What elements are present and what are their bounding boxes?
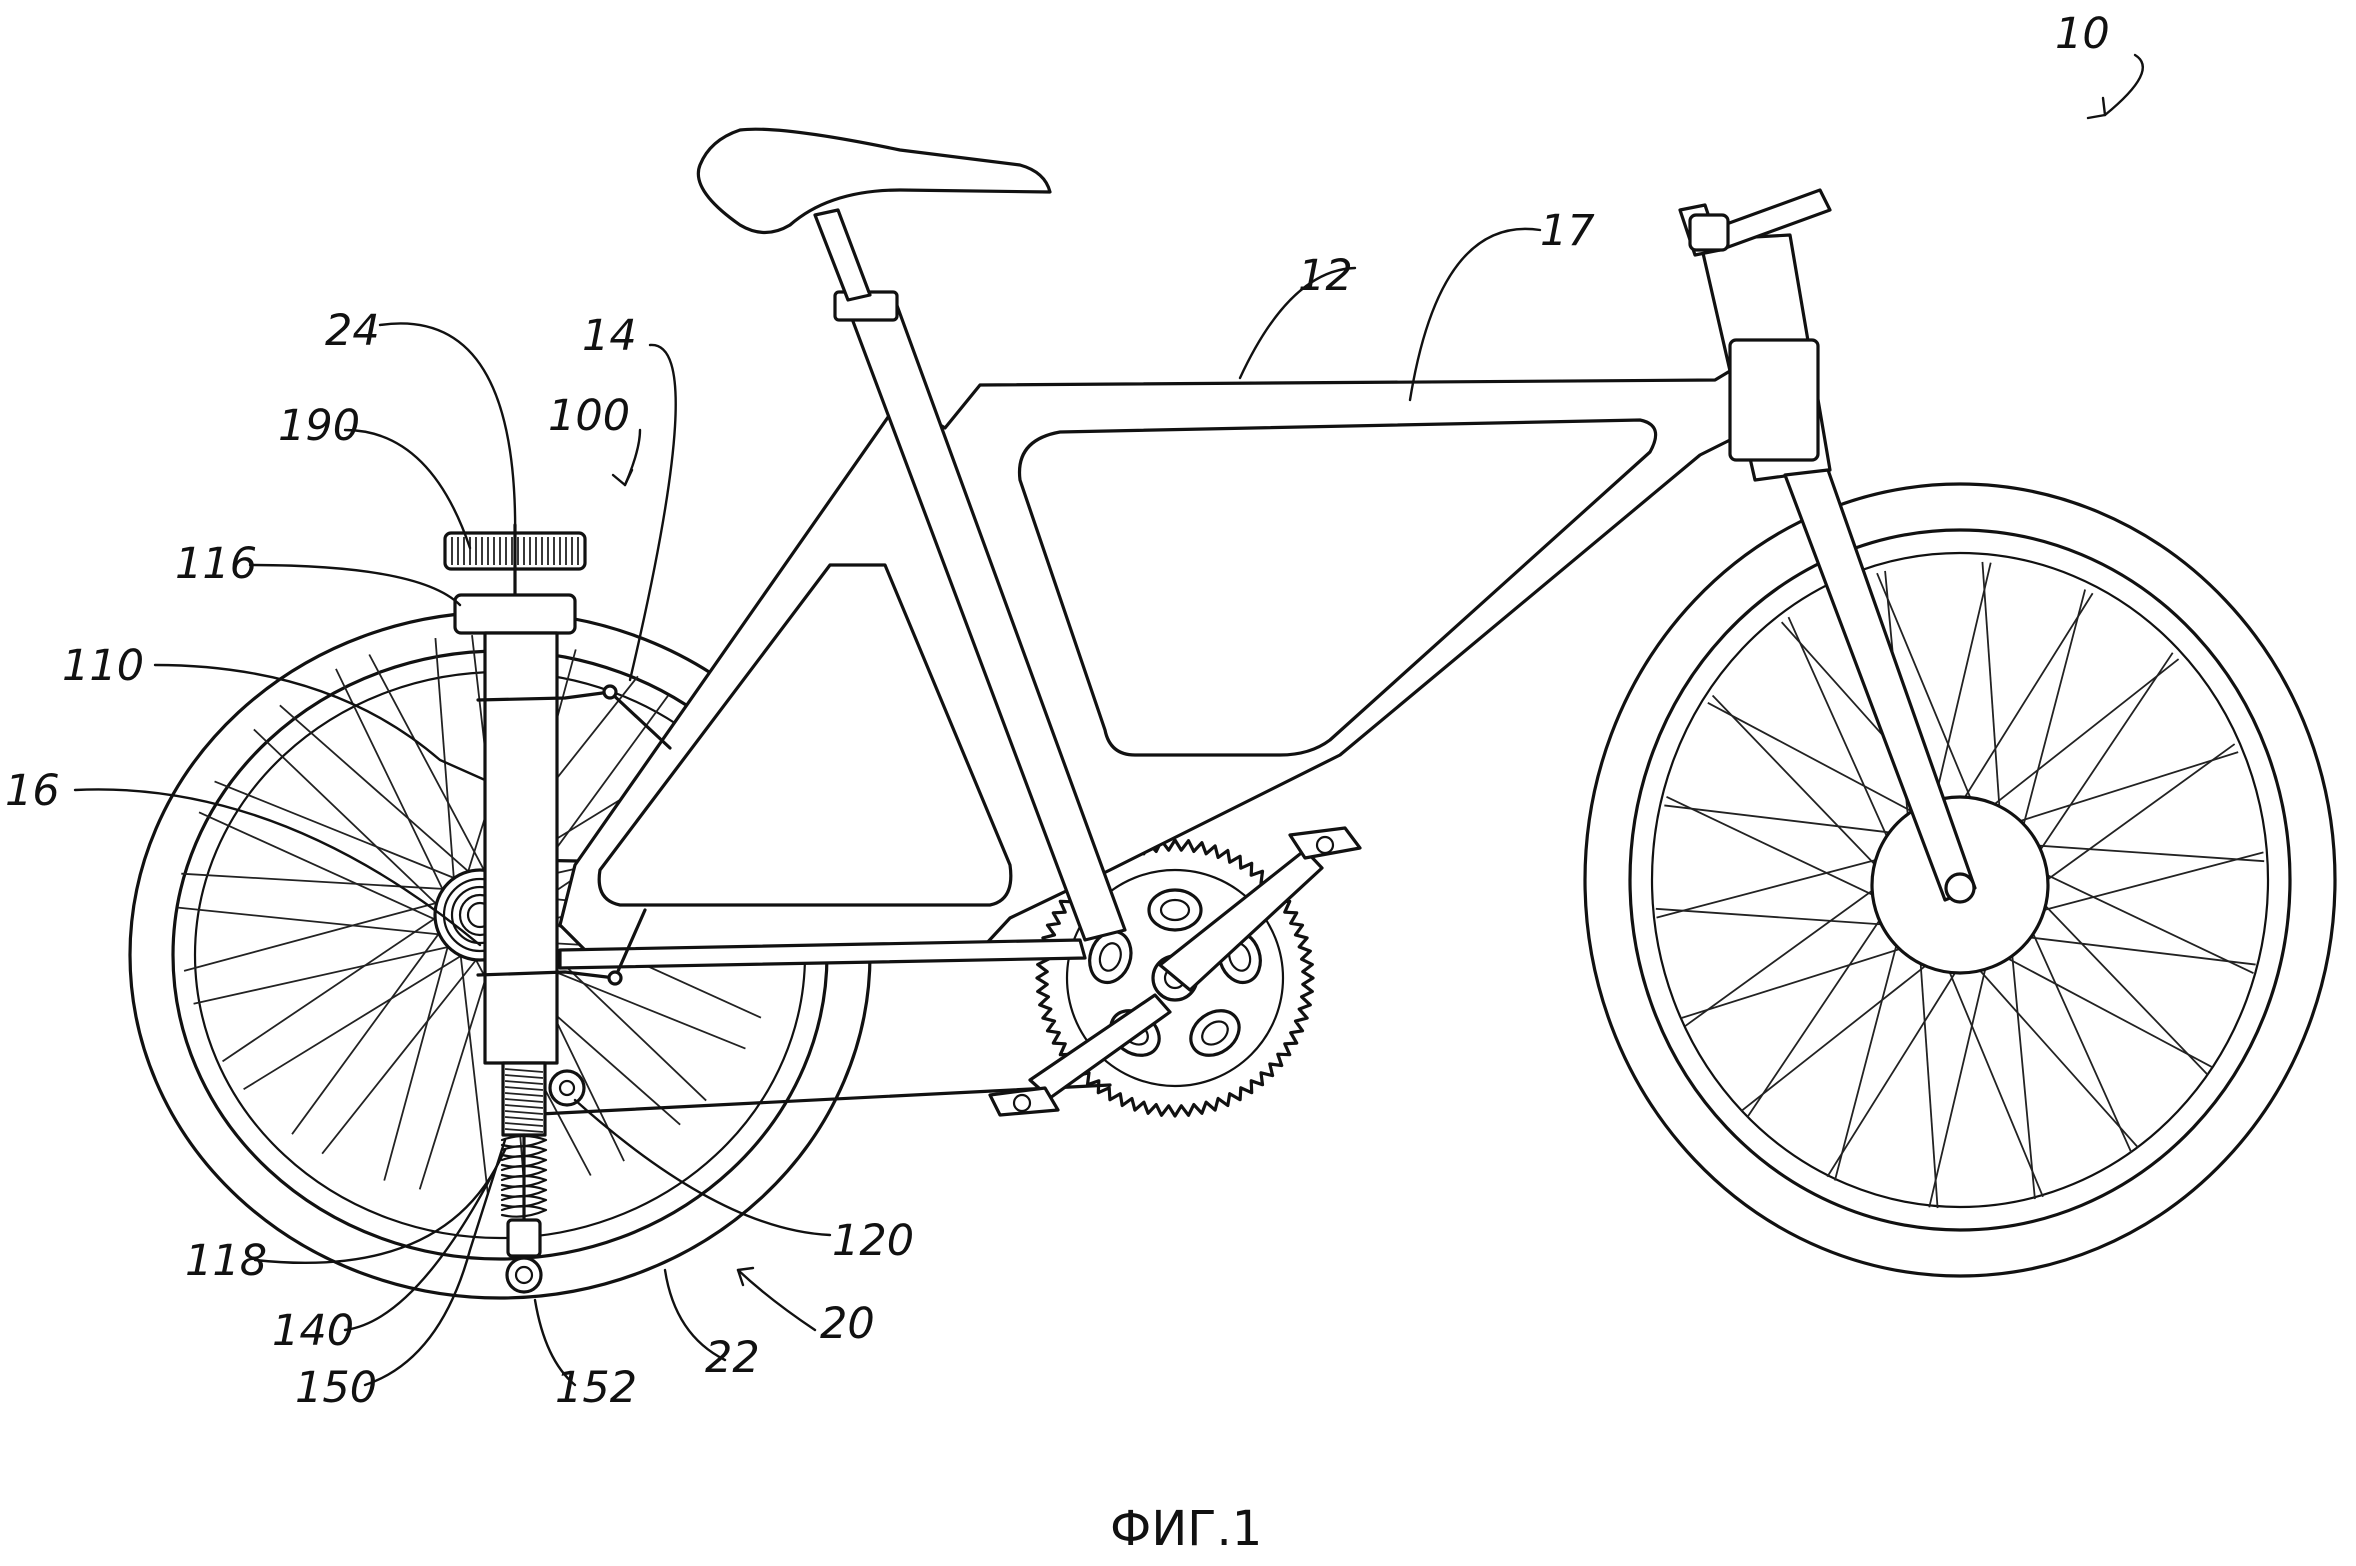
spoke [279, 704, 474, 877]
spoke [243, 951, 467, 1091]
label-110: 110 [62, 641, 144, 691]
spoke [459, 949, 489, 1196]
label-190: 190 [278, 401, 360, 451]
spoke [383, 940, 451, 1181]
thread-line [504, 1092, 544, 1097]
spoke [198, 811, 441, 923]
spoke [1973, 963, 2140, 1149]
spoke [1711, 694, 1882, 872]
thread-line [504, 1110, 544, 1115]
figure-caption: ФИГ.1 [1110, 1501, 1262, 1557]
label-116: 116 [175, 539, 257, 589]
label-10: 10 [2055, 9, 2110, 59]
spoke [2029, 844, 2265, 863]
spoke [1664, 804, 1899, 835]
spoke [2038, 870, 2254, 974]
chainring-cutout-inner [1098, 942, 1122, 972]
spoke [1945, 963, 2044, 1198]
spoke [1986, 658, 2180, 811]
label-118: 118 [185, 1236, 267, 1286]
spoke [1931, 562, 1992, 811]
spoke [2011, 751, 2239, 825]
spoke [1876, 572, 1975, 807]
spoke [1787, 616, 1892, 846]
thread-line [504, 1080, 544, 1085]
spoke [2038, 898, 2209, 1076]
spoke [1826, 964, 1961, 1178]
label-17: 17 [1540, 206, 1595, 256]
spoke [368, 654, 488, 877]
label-140: 140 [272, 1306, 354, 1356]
thread-line [504, 1104, 544, 1109]
label-16: 16 [5, 766, 60, 816]
spring [500, 1133, 548, 1224]
spoke [418, 952, 495, 1190]
spoke [1656, 856, 1886, 919]
label-14: 14 [582, 311, 637, 361]
spoke [2039, 743, 2236, 886]
thread-line [504, 1074, 544, 1079]
spoke [1999, 953, 2213, 1068]
spoke [291, 928, 444, 1135]
stand-assembly [443, 523, 672, 1294]
spoke [1981, 561, 2001, 816]
label-20: 20 [820, 1299, 875, 1349]
spoke [1684, 884, 1881, 1027]
spoke [2034, 652, 2174, 859]
spoke [2020, 589, 2086, 834]
thread-lines [504, 1068, 544, 1133]
thread-line [504, 1122, 544, 1127]
thread-line [504, 1068, 544, 1073]
spoke [222, 914, 441, 1063]
spoke [2010, 946, 2036, 1200]
spoke [253, 728, 442, 909]
spoke [1834, 936, 1900, 1181]
spoke [1746, 911, 1886, 1118]
knob-ridges [451, 537, 579, 565]
label-150: 150 [295, 1363, 377, 1413]
spoke [1707, 702, 1921, 817]
spoke [183, 900, 443, 972]
spoke [1681, 945, 1909, 1019]
label-22: 22 [705, 1333, 760, 1383]
leader-lines [73, 53, 2144, 1387]
thread-line [504, 1128, 544, 1133]
label-12: 12 [1298, 251, 1353, 301]
thread-line [504, 1116, 544, 1121]
spring-coil [500, 1204, 548, 1218]
spoke [2028, 924, 2133, 1154]
chainring-cutout-inner [1159, 898, 1191, 922]
label-152: 152 [555, 1363, 637, 1413]
spoke [335, 668, 447, 896]
crank-and-pedals [988, 826, 1362, 1117]
label-120: 120 [832, 1216, 914, 1266]
spoke [178, 906, 446, 936]
reference-numerals: 10 12 17 14 24 190 100 116 110 16 118 14… [5, 9, 2110, 1413]
thread-line [504, 1086, 544, 1091]
chainring-cutout-inner [1201, 1020, 1229, 1046]
spoke [2021, 935, 2256, 966]
spoke [1919, 954, 1939, 1209]
spoke [214, 780, 461, 882]
spoke [193, 944, 455, 1005]
spoke [181, 872, 450, 891]
front-spokes [1655, 561, 2265, 1209]
spoke [1740, 959, 1934, 1112]
label-24: 24 [325, 306, 380, 356]
spoke [1655, 907, 1891, 926]
spoke [321, 954, 481, 1155]
spoke [2034, 851, 2264, 914]
spoke [1666, 796, 1882, 900]
label-100: 100 [548, 391, 630, 441]
spoke [1959, 592, 2094, 806]
chainring-cutout [1189, 1009, 1241, 1057]
spoke [1928, 959, 1989, 1208]
bicycle-frame [558, 127, 1977, 970]
chainring-cutout [1147, 888, 1203, 932]
thread-line [504, 1098, 544, 1103]
